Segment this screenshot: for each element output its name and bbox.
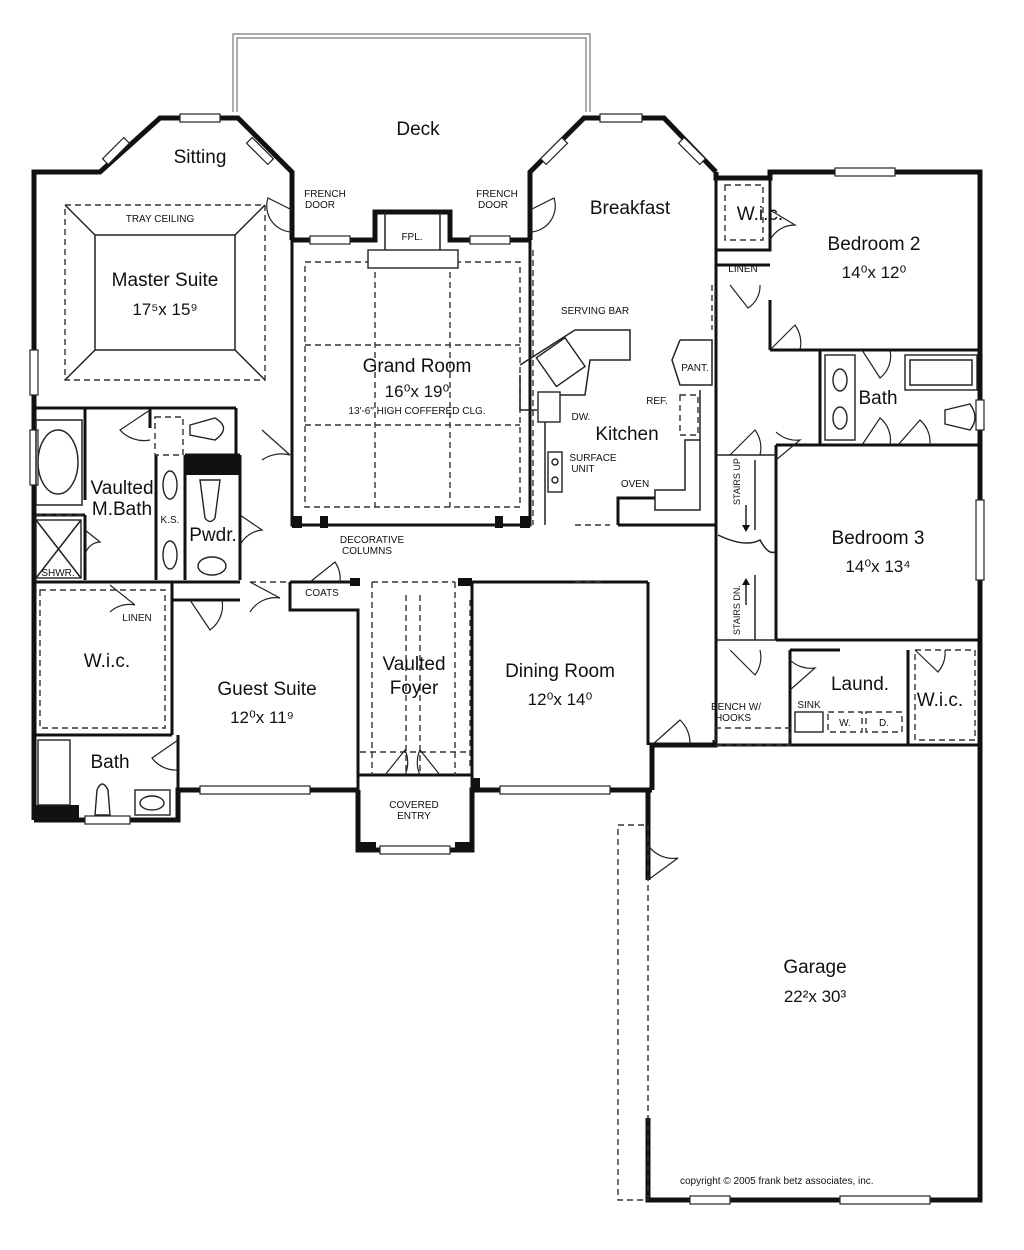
dw-label: DW. (572, 412, 591, 423)
copyright-text: copyright © 2005 frank betz associates, … (680, 1176, 874, 1187)
kitchen-label: Kitchen (595, 424, 658, 445)
wic-laund-label: W.i.c. (917, 690, 963, 711)
garage-name: Garage (783, 957, 846, 978)
serving-bar-label: SERVING BAR (561, 306, 629, 317)
windows (29, 113, 985, 1205)
fpl-label: FPL. (401, 232, 422, 243)
bench-label-2: HOOKS (715, 713, 751, 724)
wic-master-label: W.i.c. (84, 651, 130, 672)
stairs (716, 454, 776, 641)
tray-ceiling-label: TRAY CEILING (126, 214, 195, 225)
vaulted-foyer-1: Vaulted (382, 654, 445, 675)
doors (84, 197, 946, 881)
surface-unit-2: UNIT (571, 464, 594, 475)
vaulted-mbath-1: Vaulted (90, 478, 153, 499)
laundry-fixtures (794, 711, 903, 733)
bath-guest-label: Bath (90, 752, 129, 773)
shwr-label: SHWR. (41, 568, 74, 579)
master-suite-dim: 17⁵x 15⁹ (132, 300, 197, 319)
bedroom-bath-fixtures (824, 354, 978, 441)
kitchen-counters (519, 329, 713, 525)
french-door-right-1: FRENCH (476, 189, 518, 200)
master-bath-fixtures (35, 417, 227, 579)
grand-room-dim: 16⁰x 19⁰ (385, 382, 450, 401)
coats-label: COATS (305, 588, 339, 599)
interior-walls (34, 172, 980, 790)
tray-ceiling-lines (64, 204, 266, 381)
decorative-columns-2: COLUMNS (342, 546, 392, 557)
deck-label: Deck (396, 119, 440, 140)
pwdr-label: Pwdr. (189, 525, 237, 546)
guest-suite-dim: 12⁰x 11⁹ (230, 708, 294, 727)
bedroom2-dim: 14⁰x 12⁰ (842, 263, 907, 282)
vaulted-mbath-2: M.Bath (92, 499, 152, 520)
covered-entry-1: COVERED (389, 800, 438, 811)
dining-room-name: Dining Room (505, 661, 615, 682)
solid-wall-pieces (34, 455, 530, 852)
vaulted-foyer-2: Foyer (390, 678, 439, 699)
misc-dashed (36, 184, 976, 1201)
grand-room-name: Grand Room (363, 356, 472, 377)
guest-bath-fixtures (37, 739, 171, 816)
linen-master-label: LINEN (122, 613, 151, 624)
stairs-dn-label: STAIRS DN. (732, 585, 742, 635)
bedroom2-name: Bedroom 2 (828, 234, 921, 255)
oven-label: OVEN (621, 479, 649, 490)
fireplace (367, 212, 459, 269)
bath-bed-label: Bath (858, 388, 897, 409)
guest-suite-name: Guest Suite (217, 679, 316, 700)
linen-bed2-label: LINEN (728, 264, 757, 275)
french-door-right-2: DOOR (478, 200, 508, 211)
wic-bed2-label: W.i.c. (737, 204, 783, 225)
french-door-left-2: DOOR (305, 200, 335, 211)
bedroom3-name: Bedroom 3 (832, 528, 925, 549)
master-suite-name: Master Suite (112, 270, 219, 291)
laund-label: Laund. (831, 674, 889, 695)
breakfast-label: Breakfast (590, 198, 671, 219)
ks-label: K.S. (161, 515, 180, 526)
coffered-ceiling-lines (304, 261, 521, 508)
washer-label: W. (839, 718, 851, 729)
surface-unit-1: SURFACE (569, 453, 617, 464)
sitting-label: Sitting (174, 147, 227, 168)
deck-outline (232, 33, 591, 112)
french-door-left-1: FRENCH (304, 189, 346, 200)
dryer-label: D. (879, 718, 889, 729)
sink-label: SINK (797, 700, 821, 711)
decorative-columns-1: DECORATIVE (340, 535, 405, 546)
garage-dim: 22²x 30³ (784, 987, 847, 1006)
pant-label: PANT. (681, 363, 709, 374)
bench-label-1: BENCH W/ (711, 702, 761, 713)
grand-room-note: 13'-6" HIGH COFFERED CLG. (348, 406, 485, 417)
dining-room-dim: 12⁰x 14⁰ (528, 690, 593, 709)
bedroom3-dim: 14⁰x 13⁴ (845, 557, 910, 576)
ref-label: REF. (646, 396, 668, 407)
covered-entry-2: ENTRY (397, 811, 431, 822)
room-labels: Deck Sitting TRAY CEILING Master Suite 1… (41, 119, 963, 1187)
stairs-up-label: STAIRS UP (732, 458, 742, 505)
